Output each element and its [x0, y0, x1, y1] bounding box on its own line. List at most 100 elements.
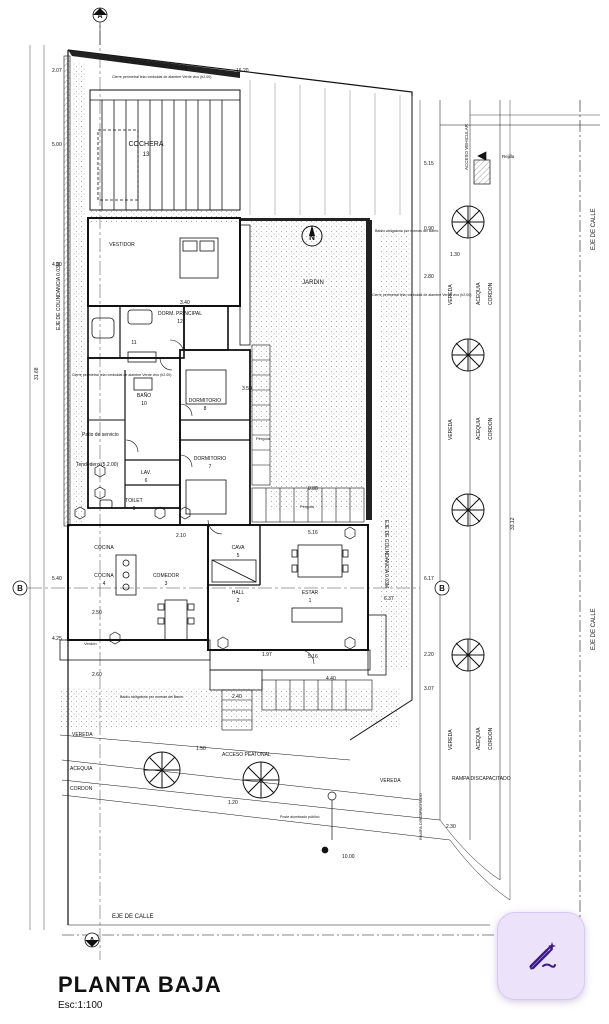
svg-text:4.00: 4.00 — [52, 262, 62, 268]
room-vestidor: VESTIDOR — [109, 242, 135, 248]
label-acequia-right-2: ACEQUIA — [476, 417, 482, 440]
garden-fills — [60, 62, 410, 728]
label-rampa: RAMPA DISCAPACITADO — [452, 776, 511, 782]
drawing-title-block: PLANTA BAJA Esc:1:100 — [58, 972, 222, 1011]
section-marker-b-right: B — [434, 580, 450, 596]
svg-text:8: 8 — [204, 406, 207, 412]
section-marker-a-top: A — [92, 7, 108, 45]
label-vereda-right-1: VEREDA — [448, 284, 454, 305]
room-cava: CAVA — [232, 545, 246, 551]
north-arrow: N — [301, 225, 323, 247]
svg-text:1.97: 1.97 — [262, 652, 272, 658]
label-vereda-right-2: VEREDA — [448, 419, 454, 440]
section-markers: A A B B — [12, 7, 450, 948]
column-markers — [74, 464, 356, 650]
section-marker-a-bottom: A — [84, 932, 100, 948]
dim-top-width: 16.20 — [236, 68, 249, 74]
label-cierre-1: Cierre perimetral tela romboidal de alam… — [112, 75, 211, 79]
tree-4 — [451, 638, 485, 672]
label-acequia-bottom: ACEQUIA — [70, 766, 93, 772]
svg-text:2.10: 2.10 — [176, 533, 186, 539]
svg-text:2.50: 2.50 — [92, 610, 102, 616]
svg-text:13: 13 — [143, 152, 150, 158]
label-eje-calle-right-2: EJE DE CALLE — [591, 608, 597, 650]
svg-text:2: 2 — [237, 598, 240, 604]
dimension-labels: 16.20 31.68 33.12 10.00 2.07 5.00 4.00 5… — [34, 68, 516, 860]
pergola-grid — [221, 344, 373, 731]
label-cierre-3: Cierre perimetral tela romboidal de alam… — [372, 293, 471, 297]
svg-text:A: A — [89, 937, 94, 944]
edit-sparkle-button[interactable] — [497, 912, 585, 1000]
room-dormitorio-2: DORMITORIO — [194, 456, 227, 462]
room-cocina-label: COCINA — [94, 545, 114, 551]
site-labels: EJE DE COLINDANCIA 0.03M EJE DE COLINDAN… — [56, 58, 597, 920]
tree-3 — [451, 493, 485, 527]
svg-text:2.20: 2.20 — [424, 652, 434, 658]
room-estar: ESTAR — [302, 590, 319, 596]
label-acequia-right-1: ACEQUIA — [476, 282, 482, 305]
label-rejilla: Rejilla — [502, 154, 515, 159]
dim-bottom-width: 10.00 — [342, 854, 355, 860]
room-comedor: COMEDOR — [153, 573, 180, 579]
svg-text:9.88: 9.88 — [308, 486, 318, 492]
dim-right-total: 33.12 — [510, 517, 516, 530]
svg-text:0.90: 0.90 — [424, 226, 434, 232]
label-eje-colindancia-right: EJE DE COLINDANCIA 0.03M — [383, 520, 389, 588]
svg-text:3: 3 — [165, 581, 168, 587]
label-rampa-vertical: RAMPA DISCAPACITADO — [418, 793, 423, 840]
svg-text:4.25: 4.25 — [52, 636, 62, 642]
room-hall: HALL — [232, 590, 245, 596]
svg-text:2.40: 2.40 — [232, 694, 242, 700]
svg-text:5.00: 5.00 — [52, 142, 62, 148]
svg-text:B: B — [17, 584, 23, 593]
room-dorm-principal: DORM. PRINCIPAL — [158, 311, 202, 317]
room-toilet: TOILET — [125, 498, 142, 504]
pen-sparkle-icon — [529, 942, 556, 970]
label-cierre-2: Cierre perimetral tela romboidal de alam… — [72, 373, 171, 377]
svg-text:1: 1 — [309, 598, 312, 604]
svg-text:5.16: 5.16 — [308, 654, 318, 660]
svg-text:6.37: 6.37 — [384, 596, 394, 602]
label-baldio-1: Baldío obligatorio por normas del Barrio — [375, 229, 438, 233]
svg-text:2.60: 2.60 — [92, 672, 102, 678]
label-cordon-bottom: CORDON — [70, 786, 93, 792]
svg-text:5.16: 5.16 — [308, 530, 318, 536]
svg-text:1.30: 1.30 — [450, 252, 460, 258]
furniture — [91, 129, 349, 641]
svg-text:5.40: 5.40 — [52, 576, 62, 582]
drawing-title: PLANTA BAJA — [58, 972, 222, 997]
room-labels: COCHERA 13 VESTIDOR DORM. PRINCIPAL 12 B… — [76, 141, 324, 604]
room-dormitorio-1: DORMITORIO — [189, 398, 222, 404]
label-acceso-vehicular: ACCESO VEHICULAR — [464, 123, 469, 170]
svg-text:3.40: 3.40 — [180, 300, 190, 306]
label-verdon: Verdón — [84, 641, 97, 646]
label-eje-colindancia-left: EJE DE COLINDANCIA 0.03M — [56, 262, 62, 330]
room-jardin: JARDIN — [302, 280, 324, 286]
label-eje-calle-bottom: EJE DE CALLE — [112, 914, 154, 920]
label-acequia-right-3: ACEQUIA — [476, 727, 482, 750]
label-poste: Poste alumbrado público — [280, 815, 320, 819]
doors — [125, 339, 315, 665]
svg-text:A: A — [97, 13, 102, 20]
svg-text:2.30: 2.30 — [446, 824, 456, 830]
svg-text:6: 6 — [145, 478, 148, 484]
tree-5 — [143, 751, 181, 789]
svg-text:5.15: 5.15 — [424, 161, 434, 167]
room-bano-2: 11 — [131, 340, 136, 346]
svg-text:B: B — [439, 584, 445, 593]
section-marker-b-left: B — [12, 580, 420, 596]
tree-2 — [451, 338, 485, 372]
svg-text:4: 4 — [103, 581, 106, 587]
room-tendedero: Tendedero (5.2.00) — [76, 462, 119, 468]
svg-text:2.07: 2.07 — [52, 68, 62, 74]
label-pergola-2: Pérgola — [300, 504, 315, 509]
label-acceso-peatonal: ACCESO PEATONAL — [222, 752, 271, 758]
label-cordon-right-1: CORDON — [488, 282, 494, 305]
room-lav: LAV. — [141, 470, 151, 476]
svg-text:1.20: 1.20 — [228, 800, 238, 806]
svg-text:2.80: 2.80 — [424, 274, 434, 280]
cochera-pergola — [89, 89, 241, 211]
tree-1 — [451, 205, 485, 239]
svg-text:12: 12 — [177, 319, 183, 325]
label-cordon-right-2: CORDON — [488, 417, 494, 440]
